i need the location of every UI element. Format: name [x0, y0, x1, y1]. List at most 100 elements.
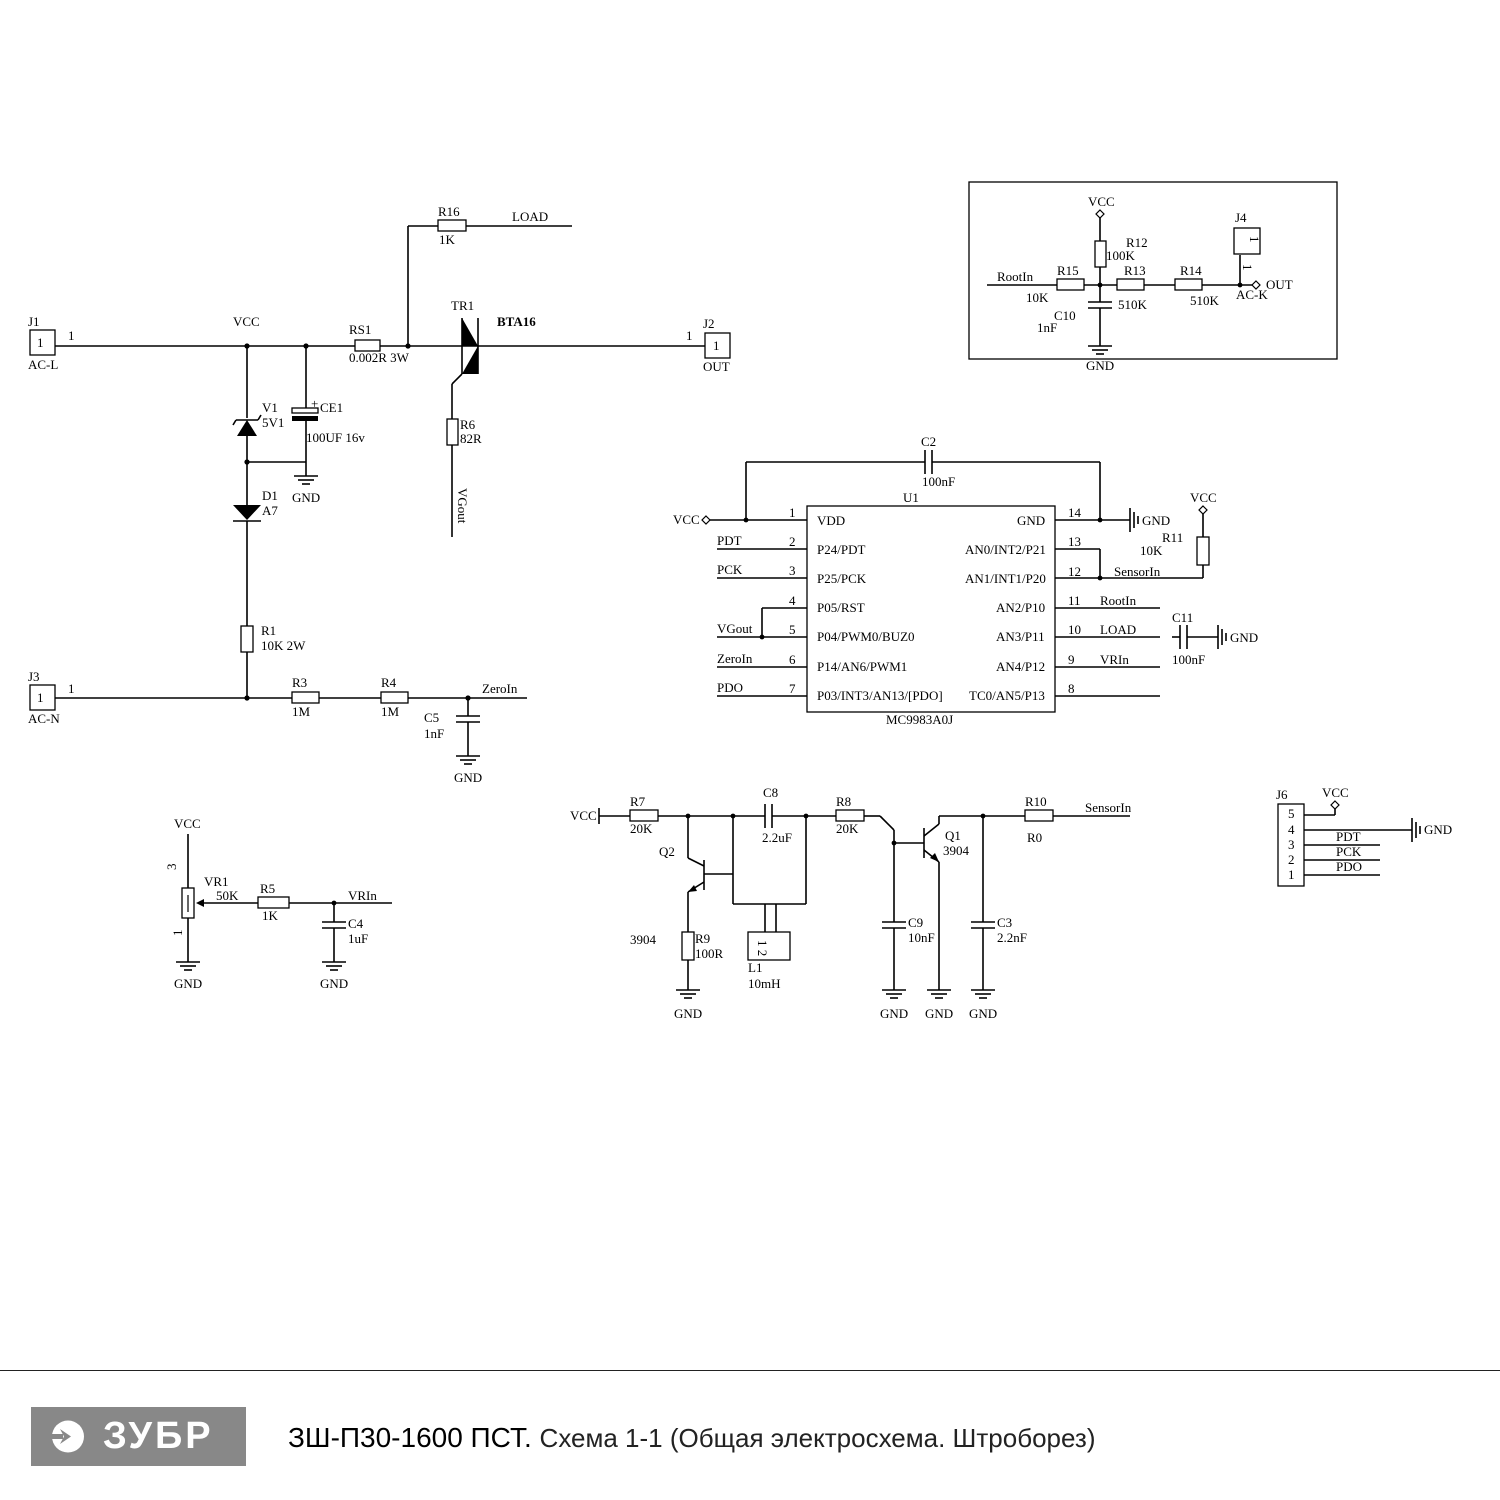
- model-title: ЗШ-П30-1600 ПСТ.: [288, 1422, 532, 1453]
- c2-label: C2: [921, 434, 936, 449]
- r1-value: 10K 2W: [261, 638, 306, 653]
- r8-label: R8: [836, 794, 851, 809]
- pin-vdd: VDD: [817, 513, 845, 528]
- r10-value: R0: [1027, 830, 1042, 845]
- q1-label: Q1: [945, 828, 961, 843]
- net-pdo-label: PDO: [717, 680, 743, 695]
- ground-icon: [882, 989, 906, 999]
- connector-j1: [29, 329, 56, 356]
- brand-name: ЗУБР: [103, 1415, 214, 1457]
- l1-pins: 1 2: [755, 940, 770, 956]
- vcc-box-label: VCC: [1088, 194, 1115, 209]
- triac-tr1: [462, 318, 478, 346]
- bta16-label: BTA16: [497, 314, 536, 329]
- vr-pin1: 1: [170, 930, 185, 937]
- r7-label: R7: [630, 794, 646, 809]
- r13-label: R13: [1124, 263, 1146, 278]
- j2-pin-in-box: 1: [713, 338, 720, 353]
- ac-l-label: AC-L: [28, 357, 58, 372]
- r10-label: R10: [1025, 794, 1047, 809]
- pin-p14: P14/AN6/PWM1: [817, 659, 907, 674]
- j6-pck-label: PCK: [1336, 844, 1362, 859]
- optional-circuit-frame: [968, 181, 1338, 360]
- pin-num-8: 8: [1068, 681, 1075, 696]
- vr1-value: 50K: [216, 888, 239, 903]
- resistor-r15: [1056, 278, 1085, 291]
- resistor-r5: [257, 896, 290, 909]
- resistor-r10: [1024, 809, 1054, 822]
- r4-value: 1M: [381, 704, 400, 719]
- pin-p24: P24/PDT: [817, 542, 865, 557]
- gnd-q2-label: GND: [674, 1006, 702, 1021]
- c9-value: 10nF: [908, 930, 935, 945]
- pin-an4: AN4/P12: [996, 659, 1045, 674]
- q1-value: 3904: [943, 843, 970, 858]
- zener-v1: [237, 420, 257, 436]
- inductor-l1: [747, 931, 791, 961]
- gnd-c5-label: GND: [454, 770, 482, 785]
- vcc-r11-label: VCC: [1190, 490, 1217, 505]
- net-zeroin-label: ZeroIn: [717, 651, 753, 666]
- resistor-r14: [1174, 278, 1203, 291]
- ground-icon: [1217, 625, 1227, 649]
- c11-value: 100nF: [1172, 652, 1205, 667]
- r3-value: 1M: [292, 704, 311, 719]
- connector-j4: [1233, 227, 1261, 255]
- r14-value: 510K: [1190, 293, 1220, 308]
- c10-label: C10: [1054, 308, 1076, 323]
- ce1-value: 100UF 16v: [306, 430, 365, 445]
- vcc-top-label: VCC: [233, 314, 260, 329]
- gnd-vr-label: GND: [174, 976, 202, 991]
- j6-pin5: 5: [1288, 806, 1295, 821]
- j3-pin-in-box: 1: [37, 690, 44, 705]
- l1-value: 10mH: [748, 976, 781, 991]
- resistor-r16: [437, 219, 467, 232]
- pin-p25: P25/PCK: [817, 571, 867, 586]
- resistor-r12: [1094, 240, 1107, 268]
- brand-arrow-icon: [49, 1420, 84, 1453]
- u1-label: U1: [903, 490, 919, 505]
- r5-value: 1K: [262, 908, 279, 923]
- d1-label: D1: [262, 488, 278, 503]
- r16-label: R16: [438, 204, 460, 219]
- ground-icon: [322, 961, 346, 971]
- r11-value: 10K: [1140, 543, 1163, 558]
- r8-value: 20K: [836, 821, 859, 836]
- pin-an1: AN1/INT1/P20: [965, 571, 1046, 586]
- ground-icon: [971, 989, 995, 999]
- c5-value: 1nF: [424, 726, 444, 741]
- ground-icon: [927, 989, 951, 999]
- pin-num-5: 5: [789, 622, 796, 637]
- scheme-description: Схема 1-1 (Общая электросхема. Штроборез…: [539, 1423, 1096, 1453]
- j2-pin-number: 1: [686, 328, 693, 343]
- out-label: OUT: [703, 359, 730, 374]
- r5-label: R5: [260, 881, 275, 896]
- j1-label: J1: [28, 314, 40, 329]
- mcu-u1: [806, 505, 1056, 713]
- gnd-c4-label: GND: [320, 976, 348, 991]
- out-box-label: OUT: [1266, 277, 1293, 292]
- j6-pin1: 1: [1288, 867, 1295, 882]
- ground-icon: [1129, 508, 1139, 532]
- pin-an0: AN0/INT2/P21: [965, 542, 1046, 557]
- r15-label: R15: [1057, 263, 1079, 278]
- pin-num-3: 3: [789, 563, 796, 578]
- rs1-label: RS1: [349, 322, 371, 337]
- j3-pin-number: 1: [68, 681, 75, 696]
- diode-d1: [233, 505, 261, 520]
- pin-num-12: 12: [1068, 564, 1081, 579]
- j1-pin-number: 1: [68, 328, 75, 343]
- j6-pdt-label: PDT: [1336, 829, 1361, 844]
- l1-label: L1: [748, 960, 762, 975]
- capacitor-ce1: [291, 407, 319, 414]
- net-load-label: LOAD: [1100, 622, 1136, 637]
- vr1-label: VR1: [204, 874, 229, 889]
- c9-label: C9: [908, 915, 923, 930]
- ground-icon: [676, 989, 700, 999]
- net-sensorin-label: SensorIn: [1114, 564, 1161, 579]
- vcc-j6-label: VCC: [1322, 785, 1349, 800]
- r11-label: R11: [1162, 530, 1183, 545]
- footer-divider: [0, 1370, 1500, 1371]
- pin-tc0: TC0/AN5/P13: [969, 688, 1045, 703]
- transistor-q1: [923, 823, 940, 863]
